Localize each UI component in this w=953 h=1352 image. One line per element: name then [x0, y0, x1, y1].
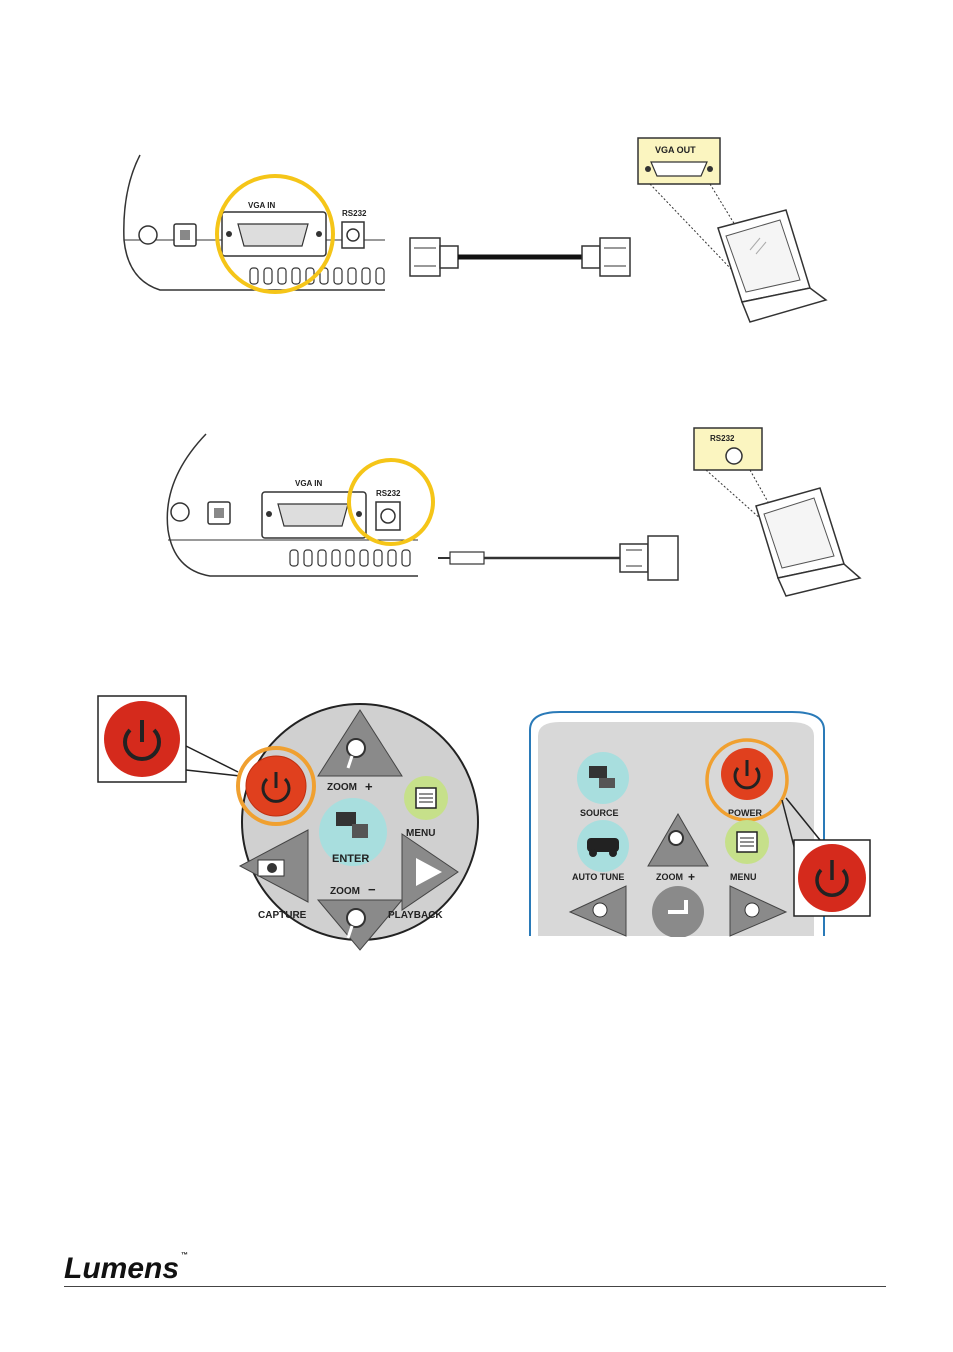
remote-lower-row: [568, 885, 788, 938]
zoom-minus-label: ZOOM: [330, 886, 360, 897]
laptop-icon: RS232: [693, 427, 862, 597]
power-button-figure: ZOOM + MENU ENTER CAPTURE ZOOM −: [97, 695, 871, 967]
power-button[interactable]: [245, 755, 307, 817]
svg-text:+: +: [688, 870, 695, 884]
zoom-in-button-remote[interactable]: ZOOM +: [647, 812, 709, 884]
port-label-rs232: RS232: [342, 209, 367, 218]
vent-slots: [249, 267, 385, 285]
port-label-vga-in: VGA IN: [248, 201, 275, 210]
power-label: POWER: [728, 808, 763, 818]
remote-control: SOURCE POWER AUTO TUNE ZOOM + MENU: [520, 711, 840, 967]
laptop-callout-label: VGA OUT: [655, 145, 696, 155]
zoom-out-button[interactable]: ZOOM −: [316, 882, 404, 951]
port-label-rs232: RS232: [376, 489, 401, 498]
playback-button[interactable]: PLAYBACK: [388, 833, 459, 921]
control-panel: ZOOM + MENU ENTER CAPTURE ZOOM −: [236, 703, 479, 951]
menu-button[interactable]: MENU: [404, 776, 448, 839]
power-callout-left: [97, 695, 241, 783]
enter-button[interactable]: ENTER: [319, 798, 387, 866]
camera-rear-panel: VGA IN RS232: [123, 154, 385, 291]
trademark-symbol: ™: [181, 1252, 189, 1259]
logo-text: Lumens: [64, 1252, 180, 1285]
port-label-vga-in: VGA IN: [295, 479, 322, 488]
menu-label-remote: MENU: [730, 872, 757, 882]
vga-in-highlight: [215, 174, 335, 294]
laptop-callout-label: RS232: [710, 434, 735, 443]
vga-connection-figure: VGA IN RS232 VGA OUT: [123, 137, 828, 323]
power-callout-right: [781, 797, 871, 917]
auto-tune-button[interactable]: AUTO TUNE: [572, 820, 629, 882]
footer-divider: [64, 1286, 886, 1287]
capture-label: CAPTURE: [258, 910, 307, 921]
svg-text:+: +: [365, 779, 373, 794]
capture-button[interactable]: CAPTURE: [238, 829, 309, 921]
laptop-icon: VGA OUT: [637, 137, 828, 323]
vga-cable: [409, 237, 631, 277]
zoom-plus-label: ZOOM: [327, 782, 357, 793]
power-button-remote[interactable]: POWER: [721, 748, 773, 818]
menu-label: MENU: [406, 828, 435, 839]
source-label: SOURCE: [580, 808, 619, 818]
rs232-cable: [438, 535, 679, 581]
playback-label: PLAYBACK: [388, 910, 443, 921]
menu-button-remote[interactable]: MENU: [725, 820, 769, 882]
zoom-in-button[interactable]: ZOOM +: [317, 709, 403, 794]
enter-label: ENTER: [332, 853, 369, 865]
power-highlight: [236, 746, 316, 826]
auto-tune-label: AUTO TUNE: [572, 872, 624, 882]
zoom-plus-label-remote: ZOOM: [656, 872, 683, 882]
rs232-connection-figure: VGA IN RS232 RS232: [166, 427, 862, 597]
camera-rear-panel: VGA IN RS232: [166, 433, 418, 577]
svg-text:−: −: [368, 882, 376, 897]
source-button[interactable]: SOURCE: [577, 752, 629, 818]
rs232-highlight: [347, 458, 435, 546]
